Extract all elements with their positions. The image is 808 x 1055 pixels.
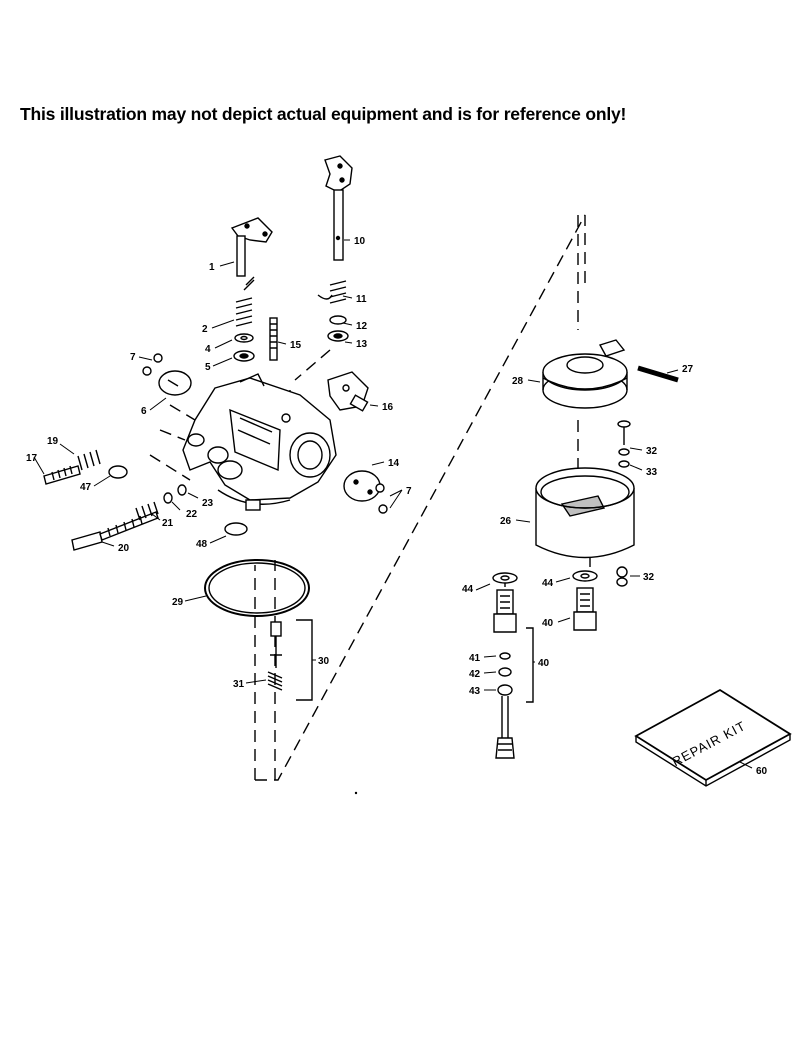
choke-plate-screws [343, 470, 388, 514]
throttle-plate-screws [142, 353, 192, 396]
mounting-stud-part [269, 317, 278, 361]
bowl-nut-right [572, 566, 628, 631]
callout-21: 21 [162, 518, 174, 529]
float-pin-part [637, 365, 679, 383]
callout-48: 48 [196, 539, 208, 550]
callout-43: 43 [469, 686, 481, 697]
callout-31: 31 [233, 679, 245, 690]
callout-40b: 40 [542, 618, 554, 629]
idle-screw-part [43, 449, 101, 485]
callout-60: 60 [756, 766, 768, 777]
callout-1: 1 [209, 262, 215, 273]
callout-15: 15 [290, 340, 302, 351]
callout-numbers: 1 2 4 5 6 7 10 11 12 13 15 16 17 19 47 2… [26, 236, 768, 777]
callout-5: 5 [205, 362, 211, 373]
callout-30: 30 [318, 656, 330, 667]
callout-12: 12 [356, 321, 368, 332]
callout-20: 20 [118, 543, 130, 554]
callout-29: 29 [172, 597, 184, 608]
float-bowl-part [535, 467, 635, 559]
throttle-spring-washers [233, 297, 255, 362]
callout-33: 33 [646, 467, 658, 478]
callout-14: 14 [388, 458, 400, 469]
callout-40: 40 [538, 658, 550, 669]
callout-7b: 7 [406, 486, 412, 497]
stray-dot [354, 791, 358, 795]
callout-2: 2 [202, 324, 208, 335]
choke-spring-seals [317, 280, 349, 342]
callout-13: 13 [356, 339, 368, 350]
fuel-fitting-part [327, 371, 369, 412]
choke-shaft-part [324, 155, 353, 261]
callout-32b: 32 [643, 572, 655, 583]
callout-7: 7 [130, 352, 136, 363]
callout-leaders [33, 239, 753, 769]
callout-44: 44 [462, 584, 474, 595]
callout-32: 32 [646, 446, 658, 457]
callout-22: 22 [186, 509, 198, 520]
bowl-gasket-ring [204, 559, 310, 617]
callout-41: 41 [469, 653, 481, 664]
repair-kit-box [634, 688, 792, 787]
callout-44b: 44 [542, 578, 554, 589]
callout-28: 28 [512, 376, 524, 387]
callout-11: 11 [356, 294, 367, 305]
carburetor-body [182, 373, 337, 511]
callout-42: 42 [469, 669, 481, 680]
callout-10: 10 [354, 236, 366, 247]
callout-19: 19 [47, 436, 59, 447]
callout-4: 4 [205, 344, 211, 355]
throttle-lever-part [230, 217, 273, 291]
main-jet-assembly [495, 627, 534, 759]
callout-47: 47 [80, 482, 92, 493]
callout-23: 23 [202, 498, 214, 509]
main-jet-screw-part [71, 484, 187, 551]
callout-16: 16 [382, 402, 394, 413]
float-part [542, 339, 628, 409]
callout-27: 27 [682, 364, 694, 375]
bowl-seal-part [224, 522, 248, 536]
callout-26: 26 [500, 516, 512, 527]
disclaimer-text: This illustration may not depict actual … [20, 104, 627, 124]
callout-6: 6 [141, 406, 147, 417]
small-gasket-part [108, 465, 128, 479]
needle-clip-parts [617, 420, 631, 468]
bowl-nut-left [492, 572, 518, 633]
callout-17: 17 [26, 453, 38, 464]
